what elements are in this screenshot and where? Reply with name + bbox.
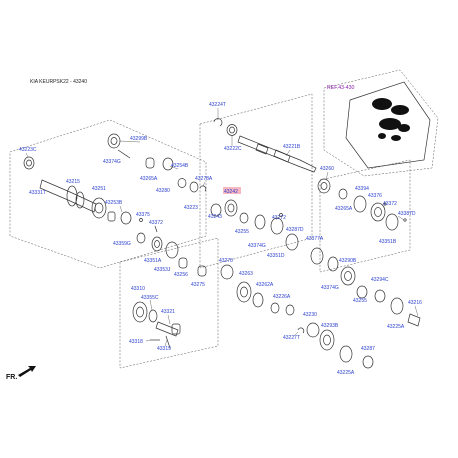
part-label[interactable]: 43222C: [224, 146, 242, 152]
part-label[interactable]: 43299B: [130, 136, 148, 142]
part-label[interactable]: 43265A: [335, 206, 353, 212]
group-outline-mainshaft: [199, 93, 313, 269]
part-label[interactable]: 43278A: [195, 176, 213, 182]
part-label[interactable]: 43270: [219, 258, 233, 264]
part-label[interactable]: 43351B: [379, 239, 397, 245]
part-label[interactable]: 43355C: [141, 295, 159, 301]
part-label[interactable]: 43310: [131, 286, 145, 292]
part-label[interactable]: 43263: [239, 271, 253, 277]
part-label[interactable]: 43216: [408, 300, 422, 306]
part-label[interactable]: 43265A: [140, 176, 158, 182]
part-label[interactable]: 43321: [161, 309, 175, 315]
part-label[interactable]: 43293B: [321, 323, 339, 329]
group-outline-output: [319, 159, 411, 273]
leader-lines: [25, 108, 419, 347]
part-label[interactable]: 43359G: [113, 241, 131, 247]
front-direction-label: FR.: [6, 374, 17, 381]
part-label[interactable]: 43290B: [339, 258, 357, 264]
part-label[interactable]: 43351A: [144, 258, 162, 264]
part-shapes: [23, 118, 421, 369]
part-label[interactable]: 43374G: [103, 159, 121, 165]
part-label[interactable]: 43230: [303, 312, 317, 318]
part-label[interactable]: 43255: [353, 298, 367, 304]
group-outline-reverse: [119, 237, 219, 369]
reference-label[interactable]: REF.43-430: [327, 85, 355, 91]
part-label[interactable]: 43374G: [248, 243, 266, 249]
part-label[interactable]: 43227T: [283, 335, 300, 341]
part-label[interactable]: 43374G: [321, 285, 339, 291]
part-label[interactable]: 43260: [320, 166, 334, 172]
part-label[interactable]: 43372: [383, 201, 397, 207]
part-labels: 43224T 43222C 43221B 43223C 43331T 43215…: [19, 102, 422, 376]
highlighted-part-marker: [223, 187, 241, 194]
part-label[interactable]: 43376: [368, 193, 382, 199]
part-label[interactable]: 43294C: [371, 277, 389, 283]
part-label[interactable]: 43387D: [398, 211, 416, 217]
part-label[interactable]: 43225A: [337, 370, 355, 376]
part-label[interactable]: 43319: [157, 346, 171, 352]
part-label[interactable]: 43225A: [387, 324, 405, 330]
part-label[interactable]: 43223: [184, 205, 198, 211]
part-label[interactable]: 43215: [66, 179, 80, 185]
part-label-highlighted[interactable]: 43242: [224, 189, 238, 195]
group-outline-countershaft: [9, 119, 207, 269]
part-label[interactable]: 43372: [149, 220, 163, 226]
reference-housing-illustration: [323, 69, 439, 177]
part-label[interactable]: 43272: [272, 215, 286, 221]
part-label[interactable]: 43221B: [283, 144, 301, 150]
part-label[interactable]: 43377A: [306, 236, 324, 242]
part-label[interactable]: 43256: [174, 272, 188, 278]
part-label[interactable]: 43243: [208, 214, 222, 220]
front-direction-arrow-icon: [18, 366, 36, 377]
part-label[interactable]: 43280: [156, 188, 170, 194]
part-label[interactable]: 43223C: [19, 147, 37, 153]
part-label[interactable]: 43226A: [273, 294, 291, 300]
part-label[interactable]: 43262A: [256, 282, 274, 288]
part-label[interactable]: 43353J: [154, 267, 171, 273]
part-label[interactable]: 43394: [355, 186, 369, 192]
part-label[interactable]: 43251: [92, 186, 106, 192]
part-label[interactable]: 43254B: [171, 163, 189, 169]
part-label[interactable]: 43224T: [209, 102, 226, 108]
part-label[interactable]: 43287D: [286, 227, 304, 233]
part-label[interactable]: 43331T: [29, 190, 46, 196]
part-label[interactable]: 43287: [361, 346, 375, 352]
part-label[interactable]: 43275: [191, 282, 205, 288]
part-label[interactable]: 43375: [136, 212, 150, 218]
part-label[interactable]: 43318: [129, 339, 143, 345]
part-label[interactable]: 43253B: [105, 200, 123, 206]
part-label[interactable]: 43351D: [267, 253, 285, 259]
part-label[interactable]: 43255: [235, 229, 249, 235]
diagram-title: KIA KEURPSK22 - 43240: [30, 79, 87, 85]
